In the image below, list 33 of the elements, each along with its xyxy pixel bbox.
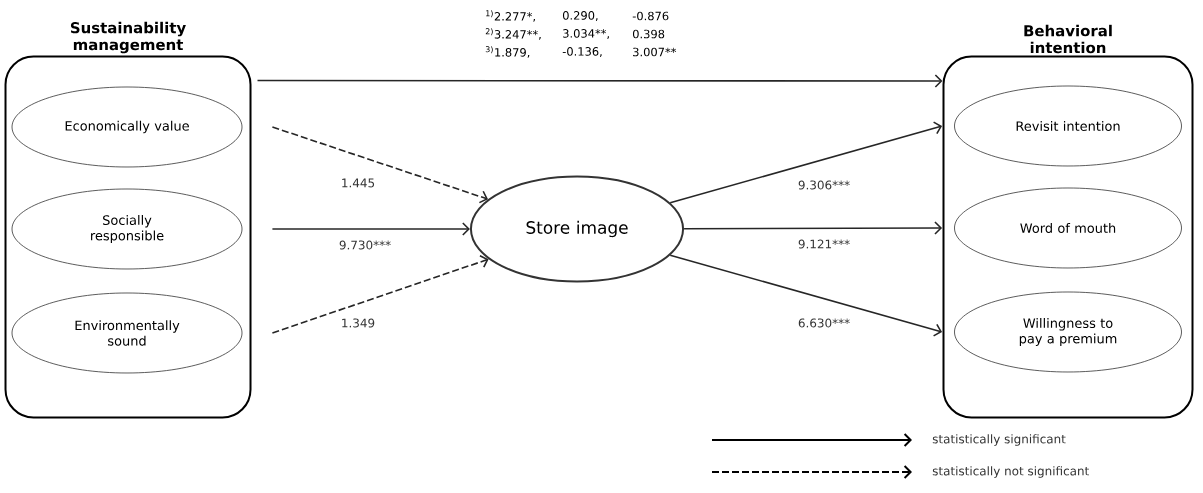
ellipse-node: Store image (469, 175, 685, 283)
coefficient-cell: -0.136, (562, 47, 602, 57)
arrow (271, 126, 489, 204)
arrow (271, 222, 470, 236)
coefficient-cell: $^{2)}$3.247**, (485, 28, 541, 40)
ellipse-node: Socially responsible (11, 188, 243, 270)
arrow (669, 121, 943, 204)
edge-label: 9.306*** (796, 179, 852, 191)
coefficient-cell: 3.034**, (563, 29, 609, 39)
node-label: Behavioral intention (1024, 24, 1112, 54)
edge-label: 1.349 (339, 317, 377, 329)
arrow (683, 221, 943, 235)
coefficient-cell: $^{1)}$2.277*, (486, 10, 535, 22)
ellipse-node: Willingness to pay a premium (954, 291, 1182, 373)
edge-label: 9.730*** (337, 239, 393, 251)
arrow (256, 74, 943, 88)
coefficient-cell: 0.398 (632, 29, 665, 39)
arrow (669, 254, 943, 337)
node-label: Sustainability management (70, 21, 186, 54)
coefficient-cell: 0.290, (562, 11, 598, 21)
arrow (271, 255, 489, 334)
coefficient-cell: -0.876 (632, 11, 669, 21)
ellipse-node: Economically value (11, 86, 243, 168)
coefficient-cell: 3.007** (633, 47, 677, 57)
legend-text: statistically not significant (932, 466, 1089, 478)
coefficient-cell: $^{3)}$1.879, (485, 46, 530, 58)
ellipse-node: Revisit intention (954, 85, 1182, 167)
ellipse-node: Environmentally sound (11, 292, 243, 374)
edge-label: 1.445 (339, 177, 377, 189)
edge-label: 6.630*** (796, 317, 852, 329)
ellipse-node: Word of mouth (954, 187, 1182, 269)
legend-text: statistically significant (932, 434, 1066, 446)
edge-label: 9.121*** (796, 238, 852, 250)
